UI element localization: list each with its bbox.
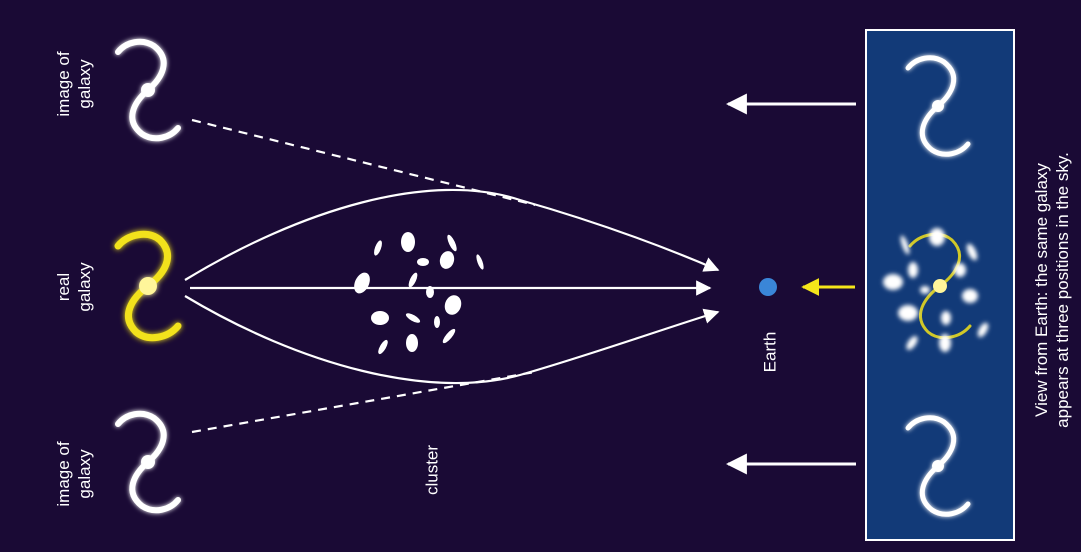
label-image-of-galaxy-bottom: image of galaxy <box>54 441 94 507</box>
cluster-member-icon <box>405 313 421 323</box>
label-real-galaxy: real galaxy <box>54 262 94 312</box>
cluster-member-icon <box>417 258 429 266</box>
cluster-member-icon <box>401 232 415 252</box>
caption-view-from-earth: View from Earth: the same galaxy appears… <box>1032 152 1072 428</box>
cluster-member-icon <box>444 295 462 315</box>
light-path-bottom <box>184 295 720 385</box>
label-cluster: cluster <box>422 444 442 496</box>
label-earth: Earth <box>760 331 780 373</box>
earth-icon <box>759 278 777 296</box>
cluster-member-icon <box>442 328 456 344</box>
image-galaxy-top-icon <box>115 38 181 142</box>
cluster-member-icon <box>439 251 455 269</box>
label-image-of-galaxy-top: image of galaxy <box>54 51 94 117</box>
panel-center-view <box>883 228 989 352</box>
cluster-member-icon <box>371 311 389 325</box>
cluster-member-icon <box>434 316 440 328</box>
panel-image-bottom-icon <box>905 415 971 517</box>
image-galaxy-bottom-icon <box>115 410 181 514</box>
cluster-member-icon <box>408 272 418 288</box>
light-path-top <box>184 188 720 281</box>
panel-image-top-icon <box>905 55 971 157</box>
cluster-member-icon <box>378 339 388 355</box>
cluster-member-icon <box>426 286 434 298</box>
cluster-member-icon <box>354 272 370 294</box>
cluster-member-icon <box>476 254 484 270</box>
real-galaxy-icon <box>114 230 182 342</box>
galaxy-cluster <box>354 232 484 355</box>
cluster-member-icon <box>447 234 457 252</box>
cluster-member-icon <box>374 240 382 256</box>
cluster-member-icon <box>406 334 418 352</box>
